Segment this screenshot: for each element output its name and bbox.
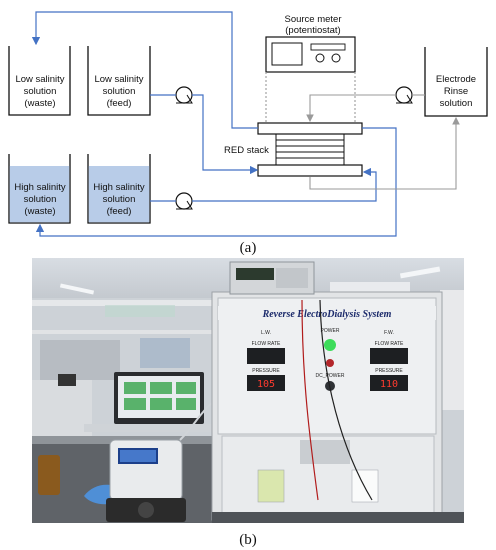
source-meter-label-1: Source meter <box>284 14 341 25</box>
laptop <box>84 372 214 432</box>
source-meter-label-2: (potentiostat) <box>285 25 340 36</box>
left-header: L.W. <box>261 330 271 336</box>
schematic-diagram: Low salinity solution (waste) Low salini… <box>8 11 488 256</box>
high-waste-line1: High salinity <box>14 182 65 193</box>
left-flow-rate-label: FLOW RATE <box>252 341 281 347</box>
dc-power-label: DC_POWER <box>316 373 345 379</box>
left-pressure-label: PRESSURE <box>252 368 280 374</box>
high-salinity-waste-beaker: High salinity solution (waste) <box>8 154 71 224</box>
lab-photo: Reverse ElectroDialysis System L.W. F.W.… <box>32 258 464 548</box>
electrode-line1: Electrode <box>436 74 476 85</box>
stop-button[interactable] <box>326 359 334 367</box>
low-waste-line1: Low salinity <box>15 74 64 85</box>
power-outlet <box>58 374 76 386</box>
low-feed-line2: solution <box>103 86 136 97</box>
rinse-lines <box>265 72 460 190</box>
electrode-line2: Rinse <box>444 86 468 97</box>
low-feed-line1: Low salinity <box>94 74 143 85</box>
right-flow-rate-label: FLOW RATE <box>375 341 404 347</box>
high-feed-line1: High salinity <box>93 182 144 193</box>
low-waste-line2: solution <box>24 86 57 97</box>
right-pressure-readout: 110 <box>380 379 398 390</box>
source-meter: Source meter (potentiostat) <box>265 14 356 73</box>
low-waste-line3: (waste) <box>24 98 55 109</box>
system-title: Reverse ElectroDialysis System <box>262 309 392 320</box>
high-waste-line2: solution <box>24 194 57 205</box>
power-lamp <box>324 339 336 351</box>
caption-a: (a) <box>240 240 257 256</box>
red-stack: RED stack <box>224 122 363 177</box>
high-feed-line3: (feed) <box>107 206 132 217</box>
low-salinity-feed-beaker: Low salinity solution (feed) <box>87 46 151 116</box>
high-feed-line2: solution <box>103 194 136 205</box>
pump-icon <box>175 86 193 104</box>
right-pressure-label: PRESSURE <box>375 368 403 374</box>
power-label: POWER <box>321 328 340 334</box>
low-feed-line3: (feed) <box>107 98 132 109</box>
pump-icon <box>395 86 413 104</box>
red-stack-label: RED stack <box>224 145 269 156</box>
left-pressure-readout: 105 <box>257 379 275 390</box>
flow-lines <box>31 11 397 237</box>
left-flow-meter <box>247 348 285 364</box>
caption-b: (b) <box>239 532 257 548</box>
high-salinity-feed-beaker: High salinity solution (feed) <box>87 154 151 224</box>
low-salinity-waste-beaker: Low salinity solution (waste) <box>8 46 71 116</box>
high-waste-line3: (waste) <box>24 206 55 217</box>
red-system-cabinet: Reverse ElectroDialysis System L.W. F.W.… <box>211 291 443 521</box>
right-header: F.W. <box>384 330 394 336</box>
electrode-line3: solution <box>440 98 473 109</box>
source-meter-device <box>229 261 315 295</box>
right-flow-meter <box>370 348 408 364</box>
pump-icon <box>175 192 193 210</box>
peristaltic-pump <box>106 439 186 522</box>
electrode-rinse-beaker: Electrode Rinse solution <box>424 47 488 117</box>
